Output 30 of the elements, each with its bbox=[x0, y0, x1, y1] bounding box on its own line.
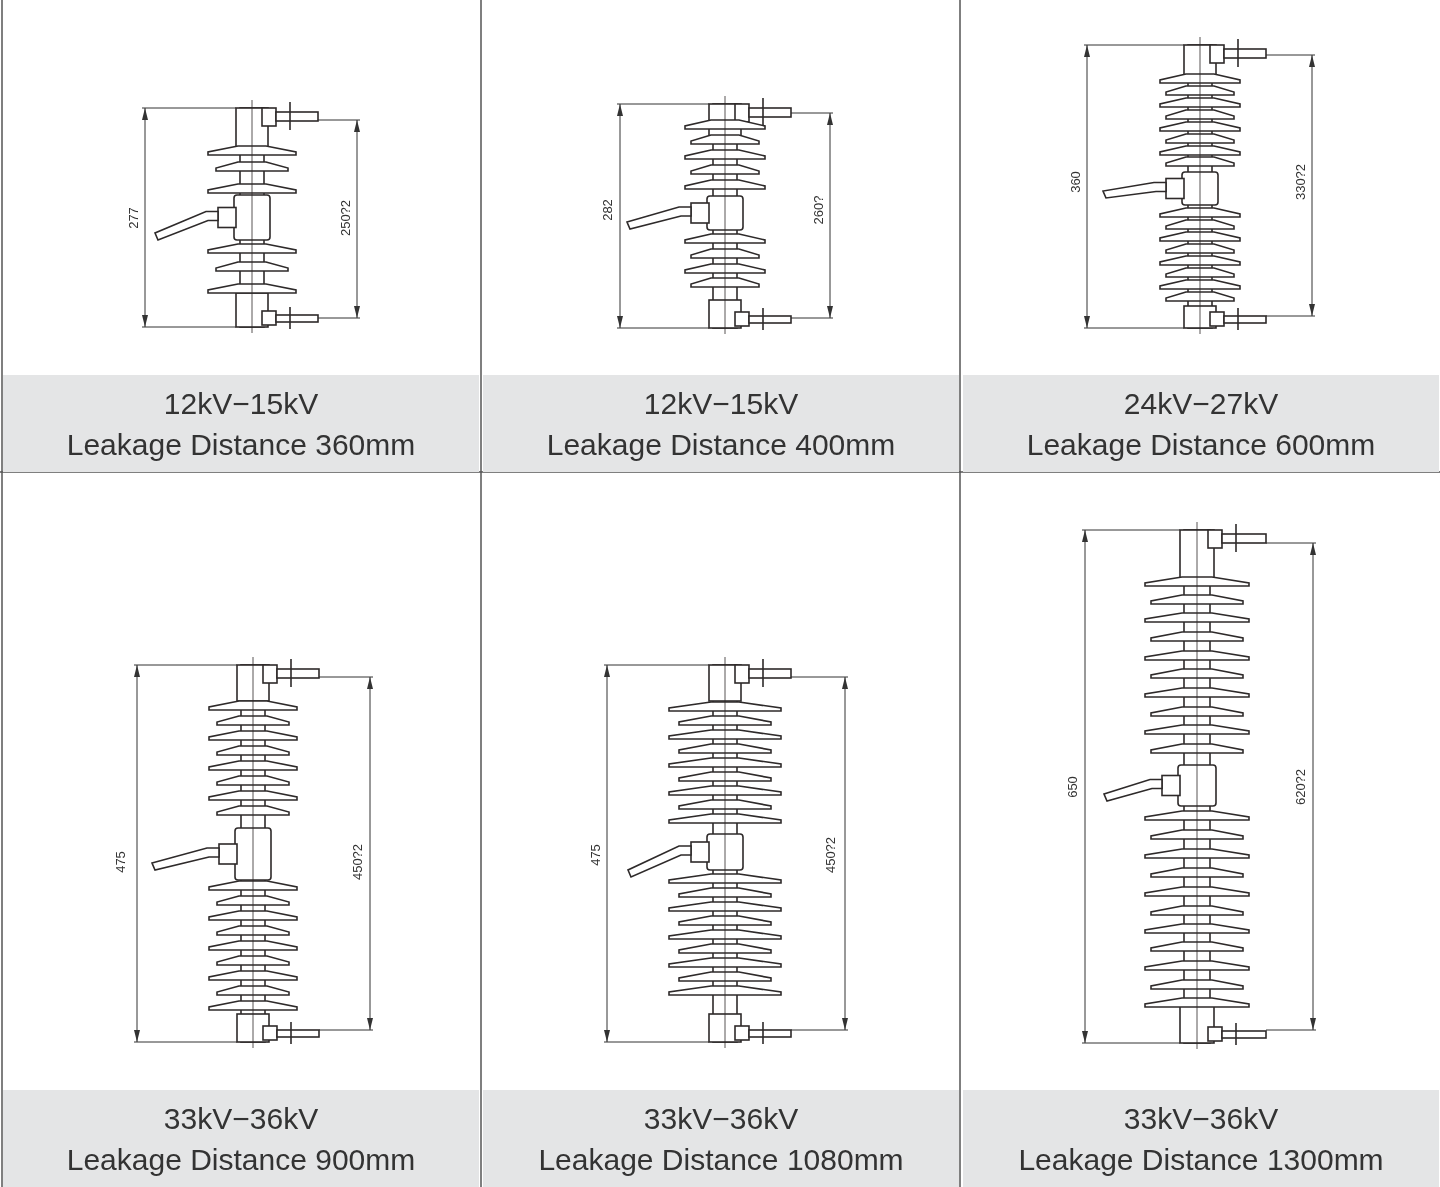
dimension-label: 475 bbox=[112, 851, 128, 873]
dimension-label: 330?2 bbox=[1292, 163, 1308, 201]
dimension-label: 360 bbox=[1067, 171, 1083, 193]
voltage-rating: 33kV−36kV bbox=[1123, 1100, 1279, 1137]
caption-band bbox=[963, 375, 1439, 472]
caption-band bbox=[483, 375, 959, 472]
dimension-label: 450?2 bbox=[822, 836, 838, 874]
leakage-distance: Leakage Distance 400mm bbox=[546, 426, 896, 463]
caption-band bbox=[483, 1090, 959, 1187]
leakage-distance: Leakage Distance 900mm bbox=[66, 1141, 416, 1178]
voltage-rating: 12kV−15kV bbox=[643, 385, 799, 422]
dimension-label: 475 bbox=[587, 844, 603, 866]
leakage-distance: Leakage Distance 1300mm bbox=[1018, 1141, 1384, 1178]
leakage-distance: Leakage Distance 360mm bbox=[66, 426, 416, 463]
dimension-label: 450?2 bbox=[349, 843, 365, 881]
dimension-label: 282 bbox=[599, 199, 615, 221]
voltage-rating: 12kV−15kV bbox=[163, 385, 319, 422]
dimension-label: 250?2 bbox=[337, 199, 353, 237]
dimension-label: 277 bbox=[125, 207, 141, 229]
caption-band bbox=[3, 375, 479, 472]
dimension-label: 260? bbox=[810, 195, 826, 225]
dimension-label: 650 bbox=[1064, 776, 1080, 798]
voltage-rating: 33kV−36kV bbox=[643, 1100, 799, 1137]
caption-band bbox=[3, 1090, 479, 1187]
leakage-distance: Leakage Distance 600mm bbox=[1026, 426, 1376, 463]
caption-band bbox=[963, 1090, 1439, 1187]
voltage-rating: 33kV−36kV bbox=[163, 1100, 319, 1137]
voltage-rating: 24kV−27kV bbox=[1123, 385, 1279, 422]
leakage-distance: Leakage Distance 1080mm bbox=[538, 1141, 904, 1178]
dimension-label: 620?2 bbox=[1292, 768, 1308, 806]
